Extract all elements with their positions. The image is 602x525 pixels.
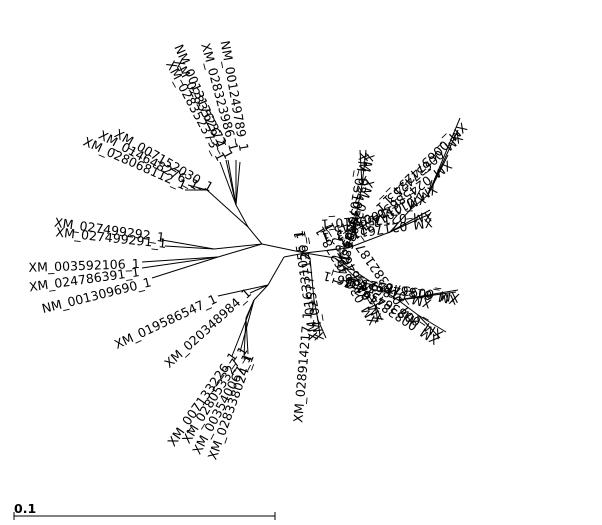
tree-leaf-branch bbox=[361, 149, 367, 186]
tree-branch bbox=[247, 226, 263, 245]
tree-branch bbox=[283, 252, 306, 258]
tree-leaf-branch bbox=[389, 213, 431, 233]
tree-branch bbox=[304, 252, 311, 259]
tree-leaf-branch bbox=[217, 284, 269, 297]
leaf-label: XM_003592106_1 bbox=[28, 256, 140, 275]
tree-leaf-branch bbox=[239, 299, 255, 353]
scale-bar-label: 0.1 bbox=[14, 501, 36, 516]
tree-branch bbox=[353, 184, 363, 227]
tree-leaf-branch bbox=[235, 161, 241, 206]
tree-branch bbox=[334, 257, 359, 281]
tree-branch bbox=[389, 209, 411, 233]
tree-branch bbox=[206, 189, 249, 228]
tree-leaf-branch bbox=[311, 299, 315, 313]
tree-leaf-branch bbox=[161, 239, 215, 250]
tree-branch bbox=[397, 299, 419, 316]
tree-leaf-branch bbox=[187, 184, 208, 191]
tree-leaf-branch bbox=[227, 159, 237, 206]
tree-leaf-branch bbox=[397, 289, 459, 301]
tree-branch bbox=[267, 256, 285, 286]
tree-leaf-branch bbox=[409, 189, 421, 211]
tree-branch bbox=[409, 194, 429, 211]
tree-branch bbox=[357, 279, 376, 306]
tree-leaf-branch bbox=[245, 317, 249, 355]
tree-branch bbox=[304, 252, 336, 259]
tree-leaf-branch bbox=[243, 317, 247, 357]
tree-branch bbox=[217, 243, 263, 258]
tree-branch bbox=[313, 299, 319, 321]
tree-leaf-branch bbox=[374, 304, 383, 321]
tree-leaf-branch bbox=[317, 319, 327, 339]
tree-branch bbox=[261, 243, 306, 254]
tree-leaf-branch bbox=[231, 299, 255, 357]
tree-leaf-branch bbox=[389, 209, 431, 233]
tree-leaf-branch bbox=[141, 256, 219, 263]
tree-branch bbox=[347, 231, 391, 249]
tree-leaf-branch bbox=[359, 149, 363, 186]
tree-leaf-branch bbox=[249, 284, 269, 294]
tree-branch bbox=[235, 204, 249, 228]
tree-branch bbox=[334, 257, 399, 301]
tree-leaf-branch bbox=[219, 161, 237, 206]
tree-leaf-branch bbox=[427, 117, 461, 196]
tree-leaf-branch bbox=[317, 319, 321, 337]
tree-leaf-branch bbox=[164, 245, 215, 250]
tree-branch bbox=[213, 243, 263, 250]
tree-branch bbox=[253, 284, 269, 301]
tree-branch bbox=[309, 257, 315, 301]
tree-leaf-branch bbox=[417, 314, 441, 339]
tree-leaf-branch bbox=[151, 256, 219, 279]
tree-branch bbox=[304, 247, 349, 254]
tree-branch bbox=[347, 225, 355, 249]
tree-leaf-branch bbox=[141, 256, 219, 269]
tree-leaf-branch bbox=[417, 314, 447, 333]
tree-leaf-branch bbox=[374, 304, 379, 323]
